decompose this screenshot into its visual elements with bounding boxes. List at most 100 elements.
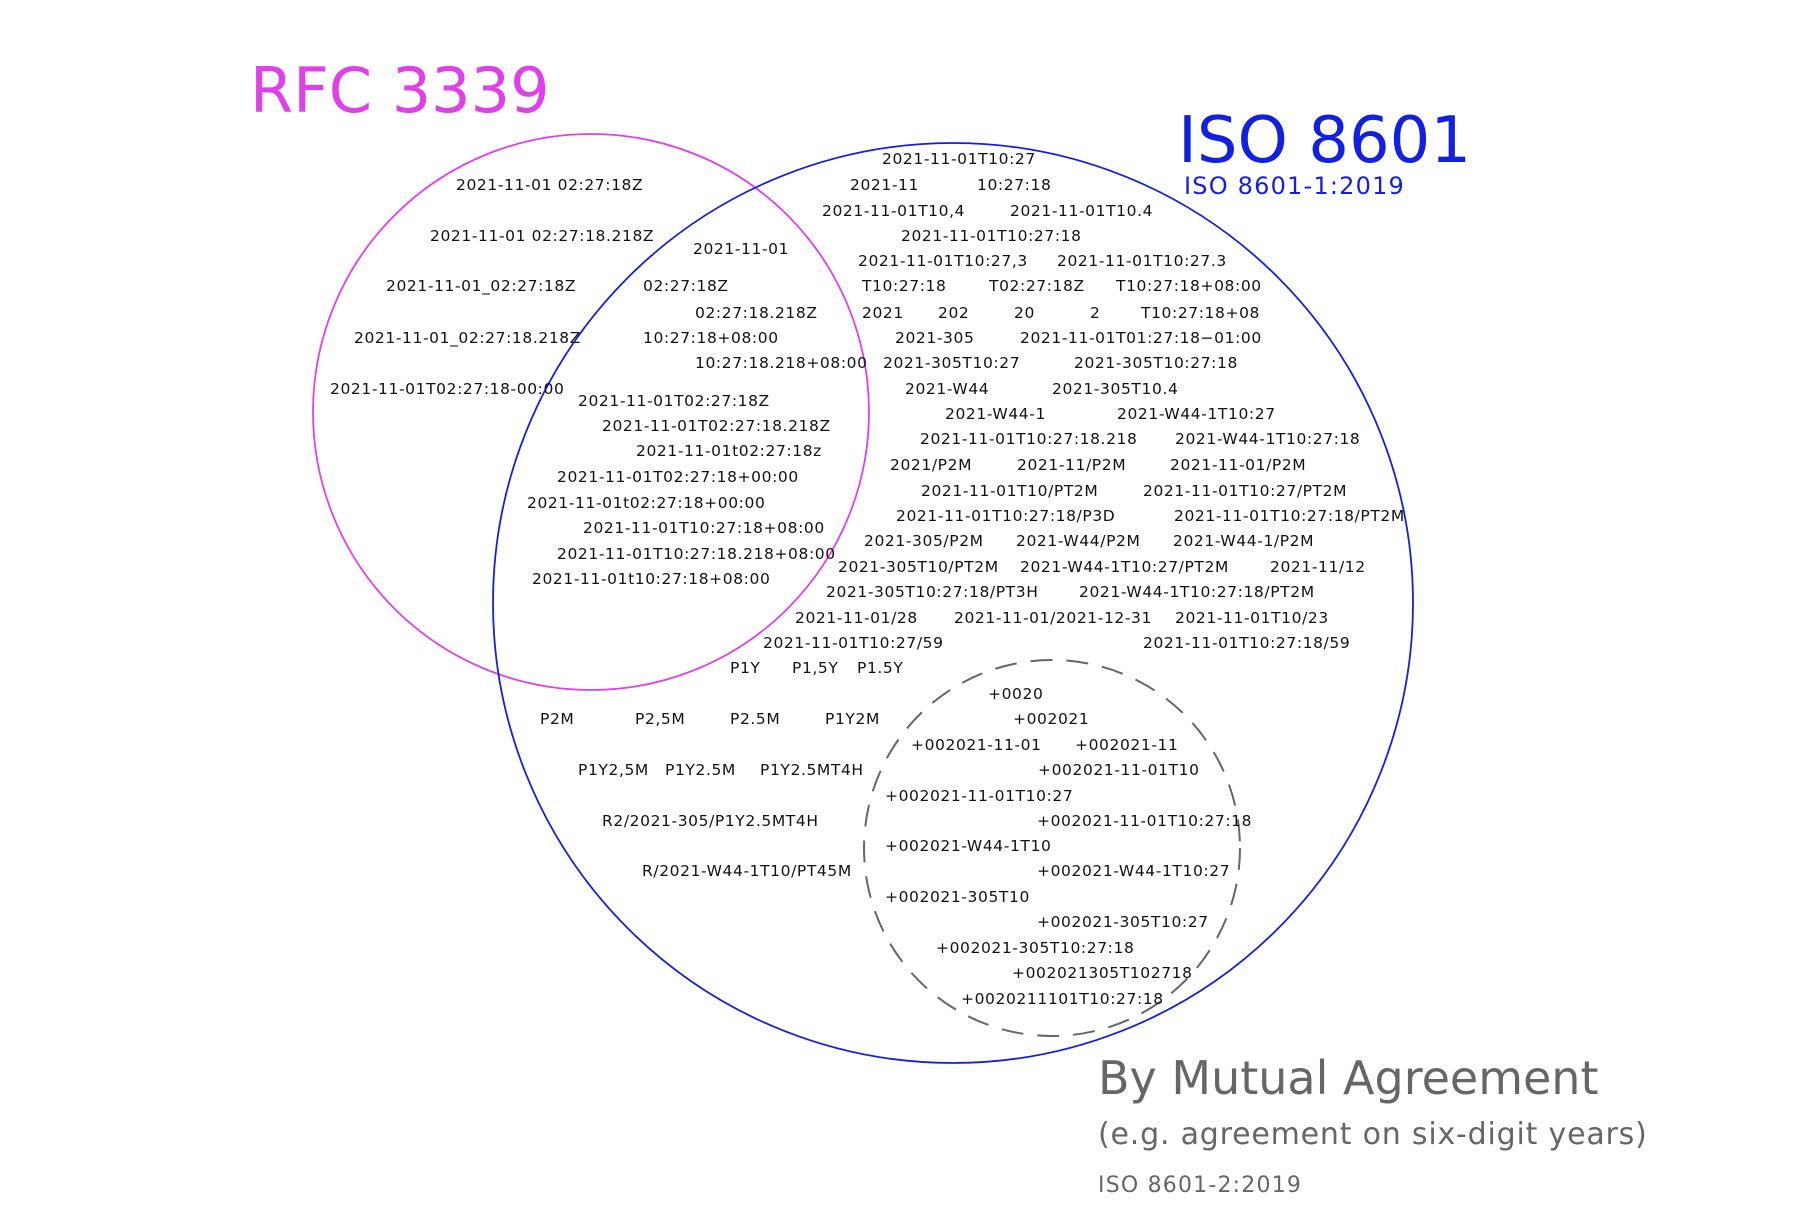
mutual-agreement-title: By Mutual Agreement <box>1098 1051 1599 1105</box>
format-label: +002021-305T10:27 <box>1037 913 1209 931</box>
format-label: 2021-11-01T01:27:18−01:00 <box>1020 329 1262 347</box>
format-label: 2021-W44-1 <box>945 405 1046 423</box>
format-label: 202 <box>938 304 969 322</box>
format-label: 2021-11-01T02:27:18Z <box>578 392 770 410</box>
format-label: 2021-W44-1T10:27:18/PT2M <box>1079 583 1315 601</box>
format-label: 2021-W44 <box>905 380 989 398</box>
format-label: 2021-W44/P2M <box>1016 532 1140 550</box>
format-label: 2021-11-01T10/23 <box>1175 609 1329 627</box>
iso8601-title: ISO 8601 <box>1178 104 1471 178</box>
format-label: 2021-11-01/28 <box>795 609 918 627</box>
format-label: 2021-11 <box>850 176 919 194</box>
format-label: P1Y2.5M <box>665 761 736 779</box>
format-label: +002021-W44-1T10:27 <box>1037 862 1230 880</box>
format-label: P1Y2,5M <box>578 761 649 779</box>
format-label: 10:27:18 <box>977 176 1051 194</box>
format-label: 2021-305T10.4 <box>1052 380 1178 398</box>
format-label: 2021-11-01T10:27:18/P3D <box>896 507 1115 525</box>
format-label: P2,5M <box>635 710 685 728</box>
format-label: +002021-305T10:27:18 <box>936 939 1134 957</box>
format-label: 2021-11-01t10:27:18+08:00 <box>532 570 770 588</box>
format-label: +002021 <box>1013 710 1089 728</box>
rfc3339-only-group: 2021-11-01 02:27:18Z 2021-11-01 02:27:18… <box>330 176 654 398</box>
format-label: 2021-11-01_02:27:18.218Z <box>354 329 581 348</box>
format-label: 2021-11/12 <box>1270 558 1366 576</box>
format-label: P1Y <box>730 659 760 677</box>
format-label: P1,5Y <box>792 659 838 677</box>
format-label: 2021-11-01/2021-12-31 <box>954 609 1152 627</box>
format-label: 2021-11-01T02:27:18+00:00 <box>557 468 799 486</box>
format-label: 2021-11-01T10:27/PT2M <box>1143 482 1347 500</box>
format-label: 2021-11/P2M <box>1017 456 1126 474</box>
format-label: 2021-W44-1T10:27 <box>1117 405 1276 423</box>
format-label: 2021-11-01_02:27:18Z <box>386 277 576 296</box>
format-label: 10:27:18+08:00 <box>643 329 779 347</box>
format-label: 2021-11-01T10:27:18.218 <box>920 430 1137 448</box>
mutual-agreement-group: +0020 +002021 +002021-11-01 +002021-11 +… <box>885 685 1251 1008</box>
format-label: +0020211101T10:27:18 <box>961 990 1164 1008</box>
format-label: 2021 <box>862 304 904 322</box>
format-label: T10:27:18 <box>861 277 946 295</box>
format-label: 2021-11-01T02:27:18-00:00 <box>330 380 564 398</box>
format-label: P2M <box>540 710 574 728</box>
format-label: 20 <box>1014 304 1035 322</box>
format-label: 2021-11-01T10:27:18.218+08:00 <box>557 545 836 563</box>
format-label: 2021-11-01t02:27:18z <box>636 442 822 460</box>
format-label: 2021-W44-1/P2M <box>1173 532 1314 550</box>
format-label: 2021-11-01T02:27:18.218Z <box>602 417 831 435</box>
format-label: 02:27:18Z <box>643 277 729 295</box>
format-label: 2021-11-01T10:27:18+08:00 <box>583 519 825 537</box>
format-label: 02:27:18.218Z <box>695 304 818 322</box>
format-label: 2021-305T10:27 <box>883 354 1020 372</box>
format-label: +002021-11-01T10 <box>1038 761 1200 779</box>
format-label: T10:27:18+08:00 <box>1115 277 1262 295</box>
format-label: 2021-11-01t02:27:18+00:00 <box>527 494 765 512</box>
format-label: 2021-11-01 02:27:18.218Z <box>430 227 654 245</box>
format-label: T10:27:18+08 <box>1140 304 1260 322</box>
format-label: +002021-11-01T10:27 <box>885 787 1073 805</box>
format-label: 2021-W44-1T10:27/PT2M <box>1020 558 1229 576</box>
format-label: 2 <box>1090 304 1100 322</box>
format-label: 2021-11-01T10:27,3 <box>858 252 1028 270</box>
format-label: P1.5Y <box>857 659 903 677</box>
format-label: 2021-11-01/P2M <box>1170 456 1306 474</box>
format-label: 2021/P2M <box>890 456 972 474</box>
rfc3339-title: RFC 3339 <box>250 54 550 127</box>
format-label: 2021-11-01T10:27.3 <box>1057 252 1227 270</box>
format-label: 10:27:18.218+08:00 <box>695 354 868 372</box>
format-label: 2021-305T10:27:18 <box>1074 354 1238 372</box>
iso8601-circle <box>492 142 1414 1064</box>
rfc3339-circle <box>312 133 870 691</box>
format-label: +0020 <box>988 685 1043 703</box>
format-label: 2021-11-01T10:27:18 <box>901 227 1082 245</box>
format-label: 2021-305T10:27:18/PT3H <box>826 583 1038 601</box>
iso8601-part2-label: ISO 8601-2:2019 <box>1098 1173 1302 1198</box>
format-label: +002021305T102718 <box>1012 964 1193 982</box>
format-label: 2021-11-01T10:27:18/PT2M <box>1174 507 1405 525</box>
format-label: R/2021-W44-1T10/PT45M <box>642 862 852 880</box>
format-label: 2021-11-01 <box>693 240 789 258</box>
format-label: 2021-305/P2M <box>864 532 984 550</box>
format-label: 2021-305T10/PT2M <box>838 558 999 576</box>
format-label: 2021-11-01T10:27/59 <box>763 634 944 652</box>
format-label: T02:27:18Z <box>988 277 1085 295</box>
format-label: P1Y2M <box>825 710 880 728</box>
format-label: 2021-11-01T10/PT2M <box>921 482 1098 500</box>
mutual-agreement-example: (e.g. agreement on six-digit years) <box>1098 1117 1648 1152</box>
iso8601-part1-label: ISO 8601-1:2019 <box>1184 172 1405 200</box>
format-label: +002021-305T10 <box>885 888 1030 906</box>
format-label: 2021-11-01T10:27 <box>882 150 1036 168</box>
format-label: 2021-305 <box>895 329 974 347</box>
iso8601-only-group: 2021-11-01T10:27 2021-11 10:27:18 2021-1… <box>540 150 1405 880</box>
format-label: P1Y2.5MT4H <box>760 761 864 779</box>
mutual-agreement-circle <box>863 659 1241 1037</box>
format-label: +002021-W44-1T10 <box>885 837 1051 855</box>
format-label: 2021-11-01T10.4 <box>1010 202 1153 220</box>
format-label: +002021-11 <box>1075 736 1178 754</box>
format-label: 2021-11-01T10,4 <box>822 202 965 220</box>
format-label: 2021-11-01T10:27:18/59 <box>1143 634 1350 652</box>
format-label: 2021-W44-1T10:27:18 <box>1175 430 1360 448</box>
format-label: +002021-11-01 <box>911 736 1042 754</box>
format-label: P2.5M <box>730 710 780 728</box>
